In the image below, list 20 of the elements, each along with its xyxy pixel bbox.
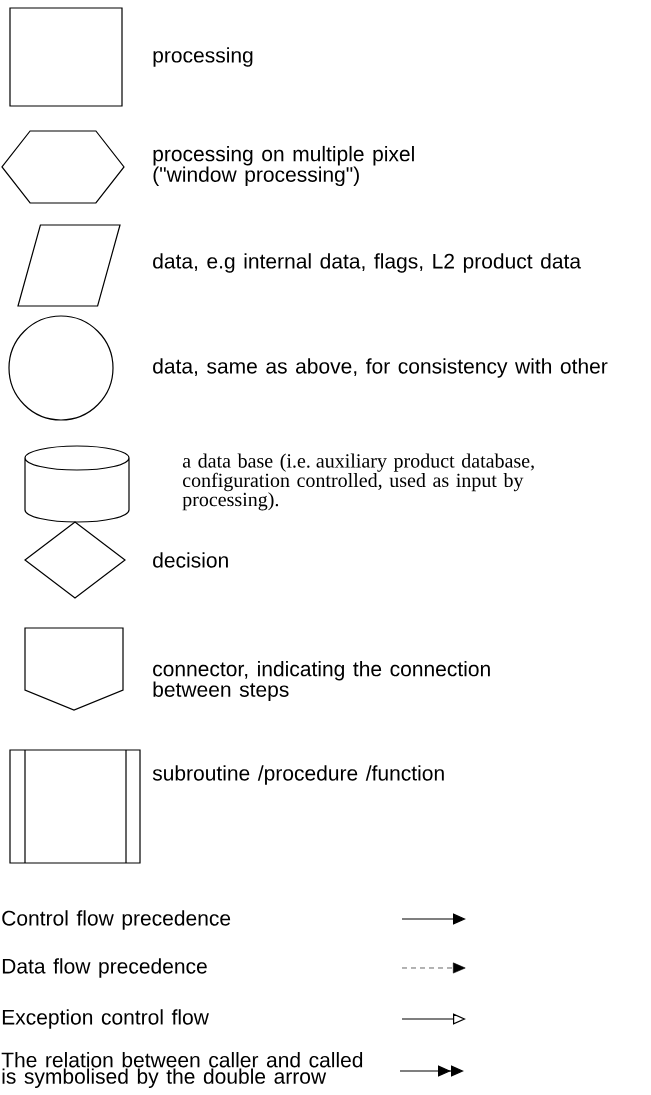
- symbol-description: a data base (i.e. auxiliary product database, configuration controlled, used as input by processing).: [182, 453, 534, 511]
- hexagon-symbol: [1, 130, 125, 204]
- diamond-symbol: [24, 521, 126, 599]
- circle-symbol: [8, 315, 114, 421]
- symbol-description: processing on multiple pixel ("window processing"): [153, 145, 414, 187]
- symbol-description: data, e.g internal data, flags, L2 product data: [153, 253, 582, 273]
- parallelogram-symbol: [17, 224, 121, 307]
- symbol-description: processing: [153, 47, 253, 67]
- legend-text: Control flow precedence: [2, 910, 231, 930]
- legend-text: The relation between caller and called is symbolised by the double arrow: [1, 1052, 363, 1088]
- rectangle-symbol: [9, 7, 123, 107]
- symbol-description: data, same as above, for consistency with other: [153, 358, 608, 378]
- symbol-description: decision: [153, 552, 228, 568]
- connector-symbol: [24, 627, 124, 711]
- cylinder-symbol: [24, 445, 130, 523]
- legend-text: Exception control flow: [2, 1009, 209, 1029]
- symbol-description: subroutine /procedure /function: [152, 765, 444, 785]
- symbol-description: connector, indicating the connection between steps: [153, 660, 490, 702]
- legend-text: Data flow precedence: [2, 958, 207, 978]
- subroutine-symbol: [9, 749, 141, 864]
